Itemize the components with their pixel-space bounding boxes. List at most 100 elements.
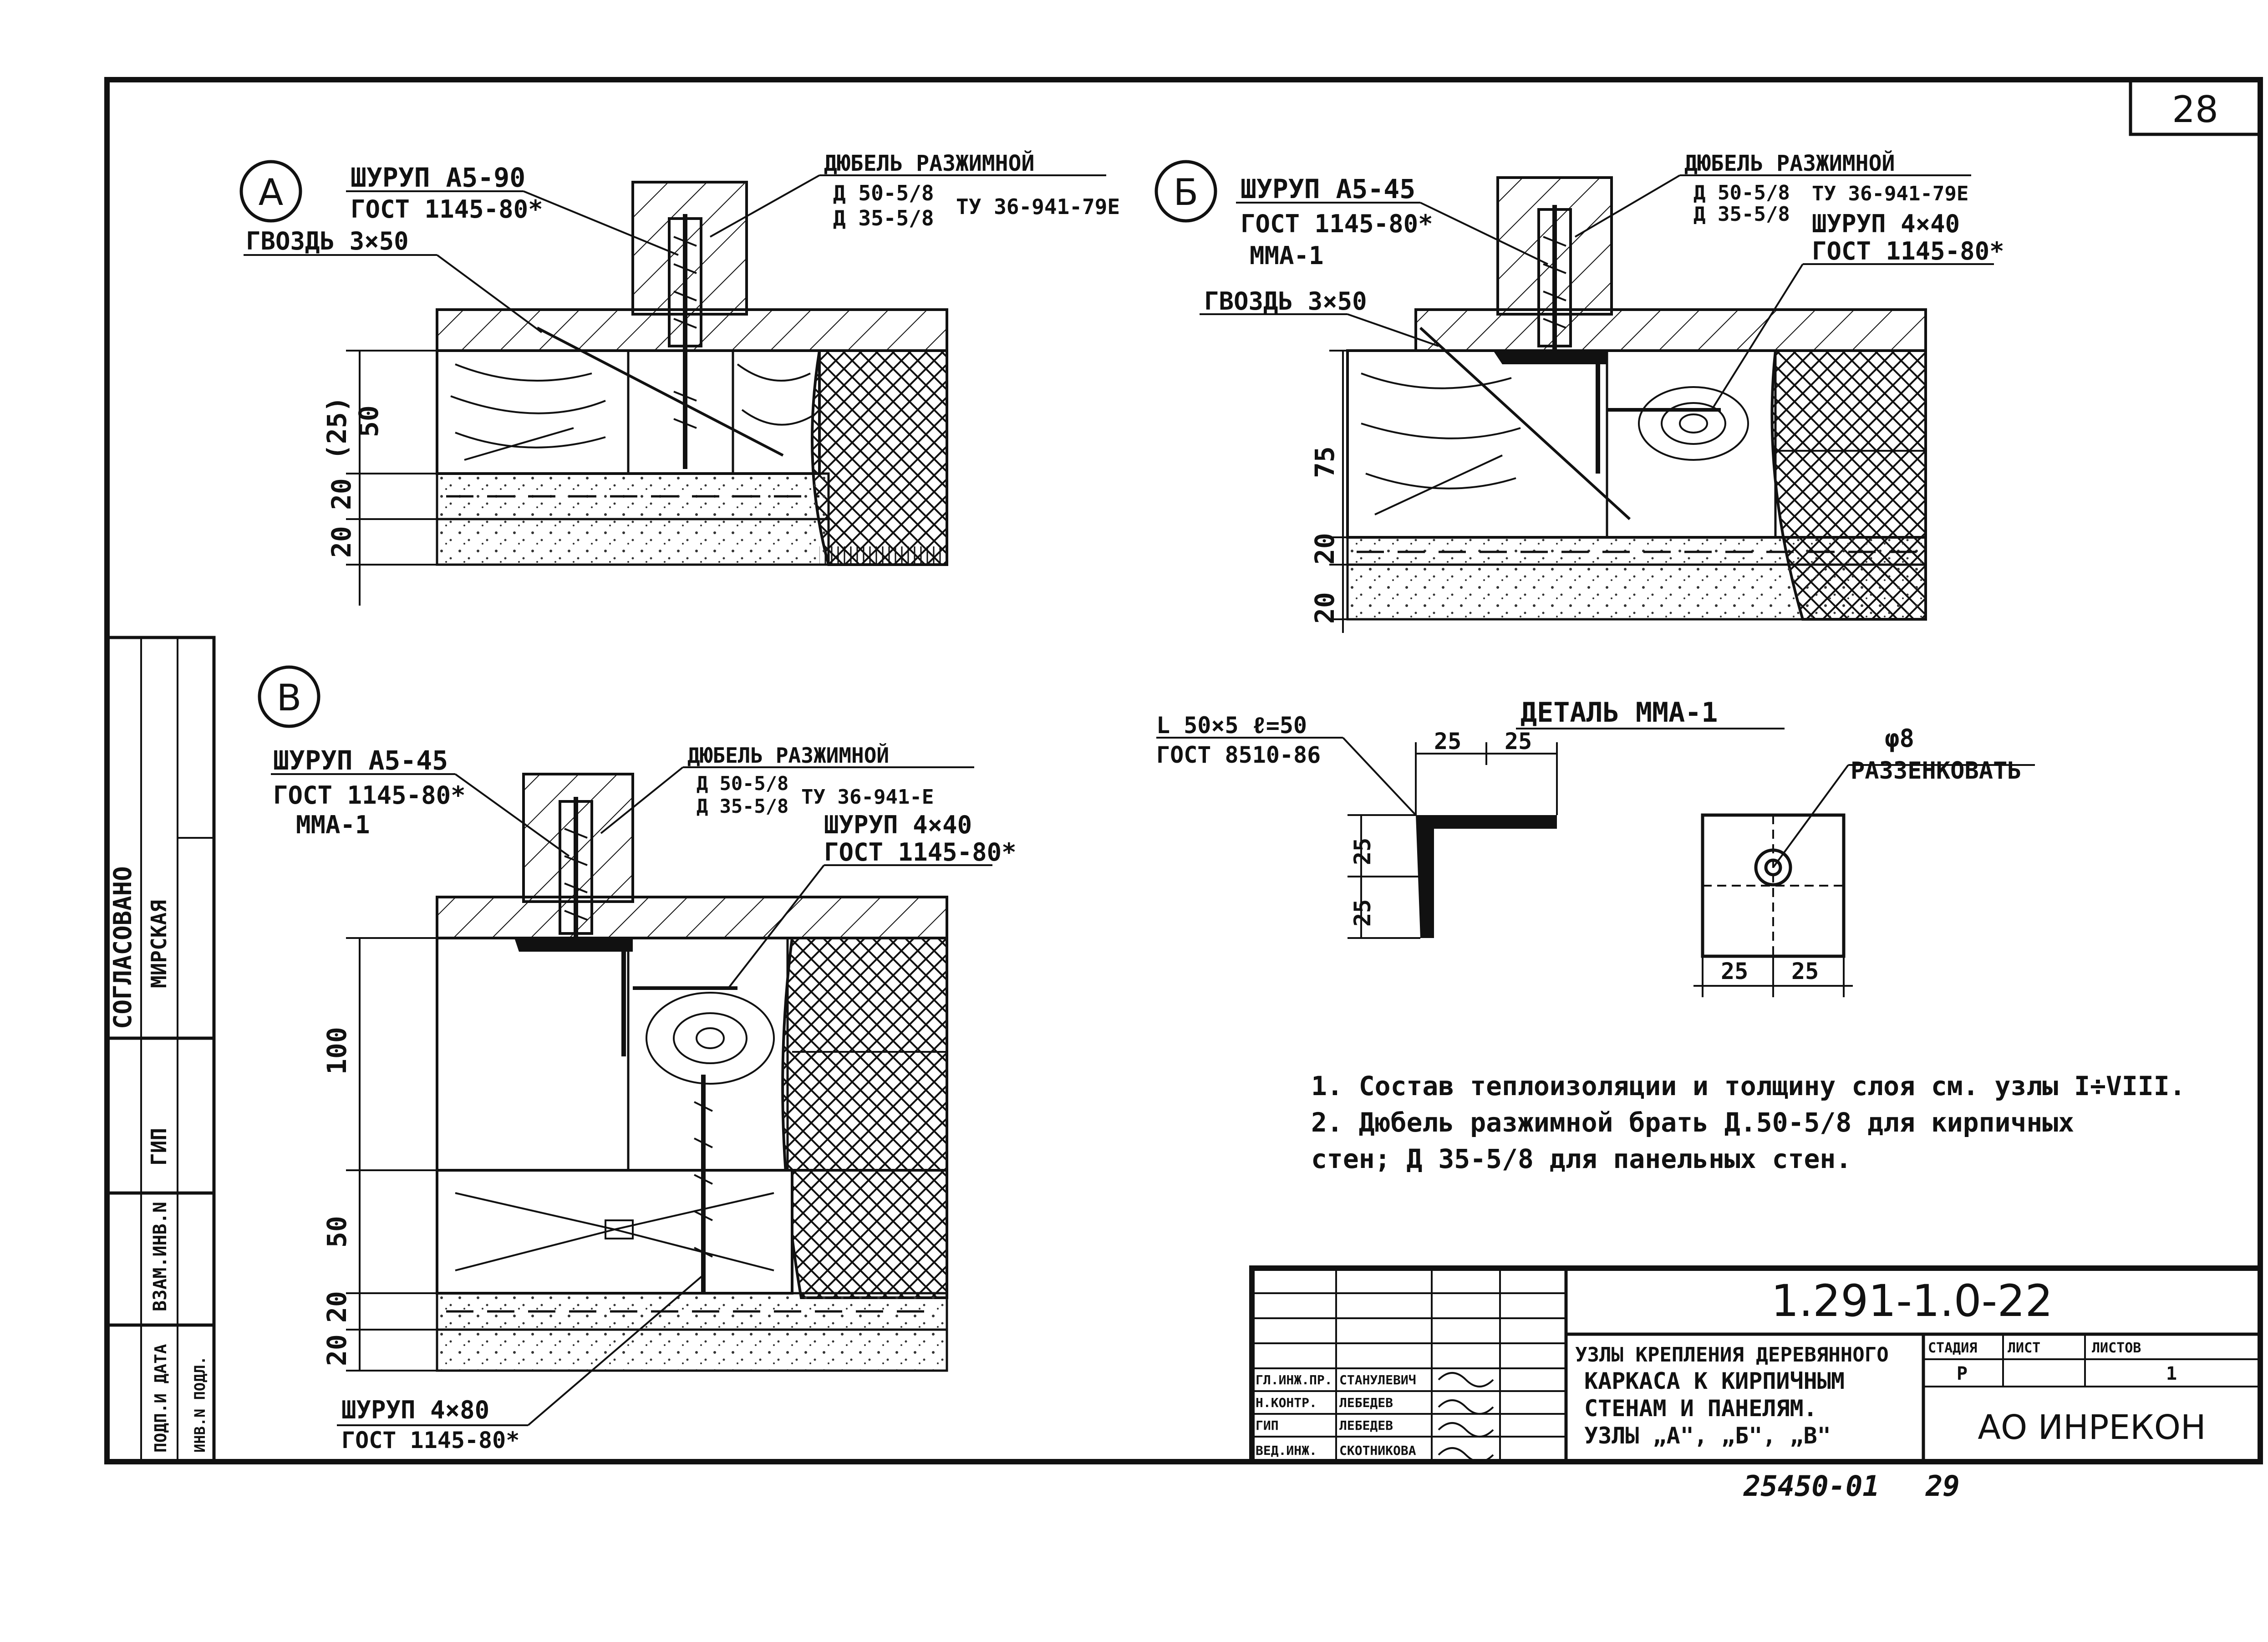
detail-a: А (25) 50 20 20 ШУРУП А5-90 <box>239 150 1120 606</box>
detail-v-angle <box>514 938 633 952</box>
detail-a-tag-circle <box>239 160 302 223</box>
detail-a-dim-50: 50 <box>353 405 384 437</box>
detail-b-dim-75: 75 <box>1309 446 1340 478</box>
detail-mma-hole-note: РАЗЗЕНКОВАТЬ <box>1851 757 2022 785</box>
archive-page: 29 <box>1925 1469 1960 1503</box>
detail-a-screw-std: ГОСТ 1145-80* <box>351 195 543 224</box>
detail-mma-dim-e: 25 <box>1721 958 1748 984</box>
detail-b-dowel-size2: Д 35-5/8 <box>1693 203 1790 226</box>
detail-mma-angle-profile <box>1416 815 1557 938</box>
sheets-value: 1 <box>2166 1363 2177 1384</box>
note-1: 1. Состав теплоизоляции и толщину слоя с… <box>1311 1071 2186 1101</box>
detail-v-slab <box>436 896 948 939</box>
detail-b-slab <box>1414 308 1927 352</box>
page-number-box <box>2129 78 2262 136</box>
org-name: АО ИНРЕКОН <box>1978 1408 2206 1447</box>
detail-mma-hole-size: φ8 <box>1885 724 1914 753</box>
detail-b-screw2-std: ГОСТ 1145-80* <box>1812 237 2004 265</box>
detail-v-tag-circle <box>258 665 320 728</box>
sig-name-4: СКОТНИКОВА <box>1339 1443 1416 1458</box>
stamp-agreed: СОГЛАСОВАНО <box>108 866 137 1029</box>
stamp-inv: ИНВ.N ПОДЛ. <box>191 1356 208 1453</box>
title-line-1: УЗЛЫ КРЕПЛЕНИЯ ДЕРЕВЯННОГО <box>1575 1343 1889 1367</box>
sheet-header: ЛИСТ <box>2008 1340 2040 1356</box>
detail-mma-dim-f: 25 <box>1791 958 1819 984</box>
detail-a-ridge <box>631 181 748 316</box>
title-block: 1.291-1.0-22 УЗЛЫ КРЕПЛЕНИЯ ДЕРЕВЯННОГО … <box>1249 1265 2263 1464</box>
detail-v-screw3-std: ГОСТ 1145-80* <box>341 1427 519 1453</box>
detail-v-dowel-size1: Д 50-5/8 <box>697 772 788 795</box>
sig-name-1: СТАНУЛЕВИЧ <box>1339 1372 1416 1387</box>
detail-v-mma: ММА-1 <box>296 811 370 839</box>
detail-mma: ДЕТАЛЬ ММА-1 L 50×5 ℓ=50 ГОСТ 8510-86 25… <box>1156 697 2035 997</box>
detail-b-screw2-label: ШУРУП 4×40 <box>1812 209 1960 238</box>
stamp-podp: ПОДП.И ДАТА <box>152 1344 170 1453</box>
detail-mma-title: ДЕТАЛЬ ММА-1 <box>1520 697 1718 729</box>
detail-b-screw-std: ГОСТ 1145-80* <box>1241 209 1433 238</box>
side-stamp: СОГЛАСОВАНО МИРСКАЯ ГИП ВЗАМ.ИНВ.N ПОДП.… <box>105 636 216 1464</box>
detail-a-nail-label: ГВОЗДЬ 3×50 <box>246 227 409 255</box>
detail-v-screw2-std: ГОСТ 1145-80* <box>824 838 1017 867</box>
detail-v: В 100 50 20 20 <box>258 665 1017 1453</box>
detail-b-nail-label: ГВОЗДЬ 3×50 <box>1204 287 1367 316</box>
detail-mma-angle-std: ГОСТ 8510-86 <box>1156 742 1321 768</box>
detail-a-nail <box>536 326 784 457</box>
stamp-gip: ГИП <box>147 1128 171 1166</box>
detail-v-dim-100: 100 <box>321 1027 352 1075</box>
sig-role-4: ВЕД.ИНЖ. <box>1256 1443 1317 1458</box>
sig-role-3: ГИП <box>1256 1418 1279 1433</box>
detail-a-slab <box>436 308 948 352</box>
sig-role-1: ГЛ.ИНЖ.ПР. <box>1256 1372 1332 1387</box>
detail-a-insulation <box>811 349 948 566</box>
detail-a-screw: ШУРУП А5-90 <box>351 162 525 193</box>
sig-role-2: Н.КОНТР. <box>1256 1395 1317 1410</box>
stage-header: СТАДИЯ <box>1928 1340 1977 1356</box>
doc-code: 1.291-1.0-22 <box>1771 1275 2053 1326</box>
detail-b-mma: ММА-1 <box>1250 241 1324 270</box>
detail-mma-dim-c: 25 <box>1349 838 1376 865</box>
title-line-2: КАРКАСА К КИРПИЧНЫМ <box>1584 1368 1845 1394</box>
detail-a-dowel-size1: Д 50-5/8 <box>833 181 934 205</box>
detail-mma-dim-d: 25 <box>1349 899 1376 927</box>
title-line-4: УЗЛЫ „А", „Б", „В" <box>1584 1423 1831 1449</box>
sig-name-2: ЛЕБЕДЕВ <box>1339 1395 1393 1410</box>
detail-v-dim-50: 50 <box>321 1216 352 1248</box>
detail-v-screw: ШУРУП А5-45 <box>273 745 448 776</box>
detail-a-dowel-label: ДЮБЕЛЬ РАЗЖИМНОЙ <box>824 150 1034 176</box>
detail-v-screw3-label: ШУРУП 4×80 <box>341 1396 489 1424</box>
detail-a-dim-25: (25) <box>321 396 352 460</box>
detail-b-dim-20b: 20 <box>1309 592 1340 624</box>
detail-v-dowel-spec: ТУ 36-941-Е <box>801 785 934 809</box>
detail-mma-hole <box>1754 848 1792 887</box>
detail-b-nail <box>1419 326 1631 520</box>
detail-v-insulation <box>781 937 948 1299</box>
detail-b-tag-circle <box>1154 160 1217 223</box>
detail-b-angle <box>1493 351 1607 364</box>
detail-v-dowel-label: ДЮБЕЛЬ РАЗЖИМНОЙ <box>687 743 889 768</box>
detail-v-screw-std: ГОСТ 1145-80* <box>273 781 466 810</box>
detail-b-dim-20a: 20 <box>1309 533 1340 565</box>
detail-v-wood-lower <box>436 1169 793 1295</box>
detail-b-dowel-size1: Д 50-5/8 <box>1693 181 1790 204</box>
detail-v-dowel-size2: Д 35-5/8 <box>697 795 788 817</box>
stage-value: Р <box>1957 1363 1968 1384</box>
detail-mma-angle: L 50×5 ℓ=50 <box>1156 712 1307 739</box>
detail-b-dowel-spec: ТУ 36-941-79Е <box>1812 182 1968 205</box>
page-number: 28 <box>2172 88 2218 131</box>
detail-a-dim-20a: 20 <box>326 478 357 510</box>
detail-a-dowel-spec: ТУ 36-941-79Е <box>956 194 1120 219</box>
detail-b-tag: Б <box>1174 171 1199 214</box>
detail-a-dowel-size2: Д 35-5/8 <box>833 206 934 230</box>
archive-number: 25450-01 <box>1743 1469 1880 1503</box>
note-3: стен; Д 35-5/8 для панельных стен. <box>1311 1143 1851 1174</box>
detail-mma-dim-a: 25 <box>1434 728 1461 755</box>
stamp-vzam: ВЗАМ.ИНВ.N <box>150 1202 171 1311</box>
sig-name-3: ЛЕБЕДЕВ <box>1339 1418 1393 1433</box>
detail-b-dowel-label: ДЮБЕЛЬ РАЗЖИМНОЙ <box>1684 150 1895 176</box>
detail-v-tag: В <box>277 677 302 719</box>
note-2: 2. Дюбель разжимной брать Д.50-5/8 для к… <box>1311 1107 2074 1138</box>
detail-v-dim-20b: 20 <box>321 1334 352 1366</box>
notes: 1. Состав теплоизоляции и толщину слоя с… <box>1311 1071 2186 1174</box>
detail-b-screw: ШУРУП А5-45 <box>1241 173 1415 204</box>
